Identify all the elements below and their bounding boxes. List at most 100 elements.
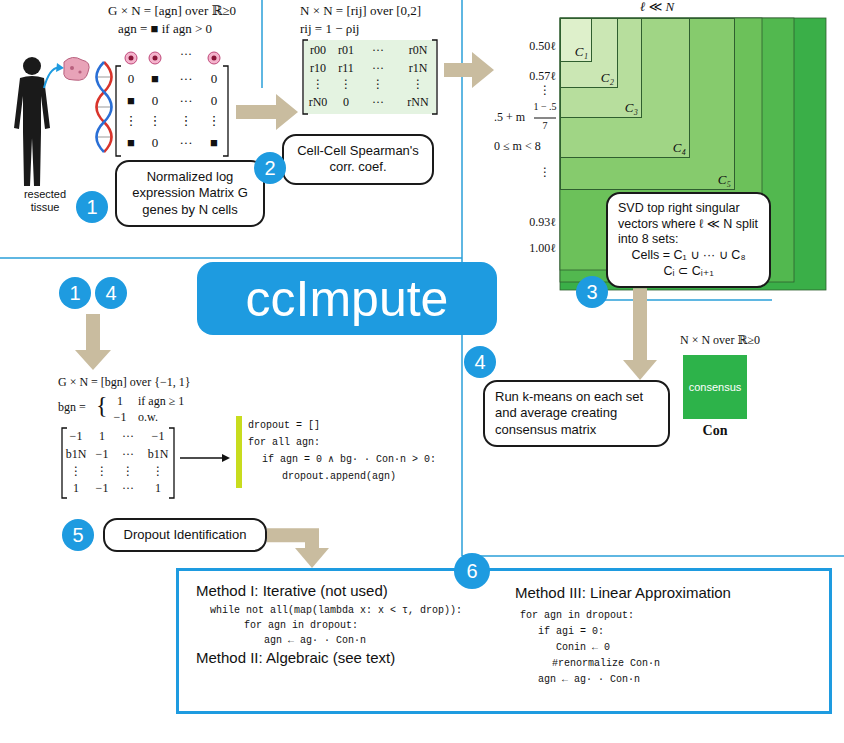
node-text: C₁ [575, 44, 588, 60]
callout-circle [59, 277, 91, 309]
process-box: Cell-Cell Spearman's corr. coef. [282, 134, 434, 185]
math-label: G × N = [agn] over ℝ≥0 [108, 4, 236, 19]
math-label: rij = 1 − ρij [300, 22, 359, 37]
code-line: agn ← ag· · Con·n [264, 635, 366, 647]
math-label: ⋮ [312, 78, 324, 92]
math-label: .5 + m [494, 111, 525, 125]
node-text: Normalized log expression Matrix G genes… [127, 169, 253, 218]
math-label: r0N [409, 44, 428, 58]
math-label: o.w. [138, 411, 158, 425]
math-label: ··· [372, 62, 384, 76]
caption-label: resected tissue [17, 188, 73, 213]
math-label: N × N over ℝ≥0 [680, 334, 760, 348]
node-text: C₃ [625, 100, 638, 116]
math-label: −1 [70, 430, 83, 444]
cell-set-block: C₃C₂C₁ [560, 18, 642, 118]
math-label: 0.50ℓ [529, 40, 556, 54]
math-label: if agn ≥ 1 [138, 395, 184, 409]
math-label: ⋮ [180, 114, 193, 129]
dna-rung [97, 107, 111, 108]
dna-rung [97, 137, 111, 138]
math-label: 0 [211, 94, 218, 109]
math-label: −1 [96, 448, 109, 462]
callout-text: 2 [264, 157, 275, 180]
callout-circle [576, 276, 608, 308]
math-label: 0 [211, 72, 218, 87]
callout-text: 1 [69, 282, 80, 305]
math-label: ··· [122, 482, 134, 496]
human-figure [14, 76, 50, 186]
math-label: rNN [407, 96, 428, 110]
math-label: ⋮ [208, 114, 221, 129]
math-label: ⋮ [125, 114, 138, 129]
panel-divider [588, 299, 772, 301]
math-label: 0.93ℓ [529, 216, 556, 230]
math-label: ⋮ [372, 78, 384, 92]
code-line: dropout = [] [248, 420, 320, 432]
code-line: agn ← ag· · Con·n [538, 674, 640, 686]
math-label: −1 [114, 411, 127, 425]
math-label: ℓ ≪ N [640, 0, 674, 15]
cell-dot [208, 52, 220, 64]
callout-circle [464, 346, 496, 378]
panel-divider [261, 0, 263, 88]
callout-number: 3 [576, 276, 608, 308]
node-text: Cᵢ ⊂ Cᵢ₊₁ [618, 264, 759, 280]
node-text: SVD top right singular vectors where ℓ ≪… [618, 201, 759, 248]
math-label: 0 [152, 136, 159, 151]
math-label: ··· [122, 448, 134, 462]
math-label: 0 [128, 72, 135, 87]
code-bar [236, 416, 242, 488]
code-line: if agi = 0: [538, 626, 604, 638]
math-label: 0 [152, 94, 159, 109]
math-label: ··· [180, 72, 193, 87]
math-label: ⋮ [149, 114, 162, 129]
math-label: G × N = [bgn] over {−1, 1} [58, 376, 190, 390]
cell-nucleus [153, 56, 158, 61]
math-label: ⋮ [122, 465, 134, 479]
math-label: b1N [66, 448, 87, 462]
panel-divider [0, 257, 462, 259]
math-label: 1 [99, 430, 105, 444]
callout-text: 6 [466, 560, 477, 583]
node-text: Run k-means on each set and average crea… [495, 389, 658, 438]
math-label: ⋮ [539, 166, 551, 180]
node-text: Method I: Iterative (not used) [196, 582, 388, 599]
cell-set-block: C₄ C₃C₂C₁ [560, 18, 690, 158]
matrix-bracket [169, 428, 174, 498]
title-banner: ccImpute [197, 262, 497, 335]
callout-number: 2 [254, 152, 286, 184]
callout-number: 1 [59, 277, 91, 309]
matrix-fill [304, 40, 436, 114]
math-label: b1N [148, 448, 169, 462]
node-text: C₄ [673, 140, 686, 156]
callout-number: 4 [464, 346, 496, 378]
math-label: ··· [180, 94, 193, 109]
callout-text: 4 [474, 351, 485, 374]
callout-text: 4 [105, 282, 116, 305]
tissue-spot [78, 70, 81, 73]
panel-divider [462, 555, 844, 557]
code-line: if agn = 0 ∧ bg· · Con·n > 0: [262, 454, 436, 466]
node-text: consensus [689, 381, 742, 393]
callout-number: 6 [454, 553, 490, 589]
callout-circle [454, 553, 490, 589]
math-label: ■ [127, 94, 135, 109]
code-line: Conin ← 0 [556, 642, 610, 654]
node-text: ccImpute [246, 270, 449, 328]
math-label: 1 [117, 395, 123, 409]
process-box: Dropout Identification [103, 518, 267, 552]
step-arrow [75, 314, 111, 370]
math-label: ⋮ [152, 465, 164, 479]
math-label: r1N [409, 62, 428, 76]
math-label: 1.00ℓ [529, 242, 556, 256]
math-label: ⋮ [340, 78, 352, 92]
callout-circle [254, 152, 286, 184]
math-label: ··· [180, 136, 193, 151]
cell-dot [125, 52, 137, 64]
code-line: for all agn: [248, 437, 320, 449]
cell-dot [149, 52, 161, 64]
math-label: ⋮ [412, 78, 424, 92]
arrow-shaft [267, 535, 312, 548]
math-label: r01 [338, 44, 354, 58]
